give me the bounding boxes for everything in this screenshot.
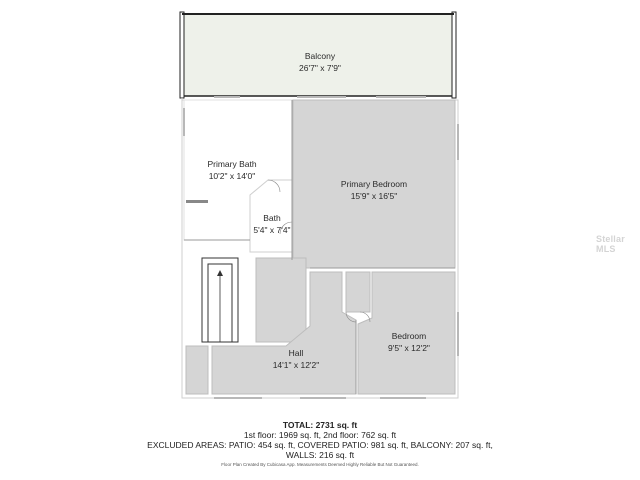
window-marks: [183, 96, 459, 399]
primary-bath-label: Primary Bath 10'2" x 14'0": [192, 158, 272, 182]
bedroom-label: Bedroom 9'5" x 12'2": [369, 330, 449, 354]
hall-dimensions: 14'1" x 12'2": [272, 360, 320, 370]
floors-area: 1st floor: 1969 sq. ft, 2nd floor: 762 s…: [243, 430, 397, 440]
bath-name: Bath: [263, 213, 281, 223]
walls-area: WALLS: 216 sq. ft: [285, 450, 355, 460]
balcony-area: [179, 11, 457, 99]
balcony-name: Balcony: [304, 51, 336, 61]
area-summary: TOTAL: 2731 sq. ft 1st floor: 1969 sq. f…: [0, 420, 640, 460]
interior-walls: [184, 100, 455, 394]
bedroom-area: [357, 271, 456, 395]
balcony-label: Balcony 26'7" x 7'9": [280, 50, 360, 74]
balcony-dimensions: 26'7" x 7'9": [299, 63, 341, 73]
primary-bedroom-area: [292, 99, 456, 269]
bedroom-name: Bedroom: [391, 331, 427, 341]
exterior-walls: [181, 98, 459, 399]
primary-bedroom-dimensions: 15'9" x 16'5": [350, 191, 398, 201]
excluded-areas: EXCLUDED AREAS: PATIO: 454 sq. ft, COVER…: [147, 440, 493, 450]
linen-closet-area: [345, 271, 371, 313]
hall-label: Hall 14'1" x 12'2": [256, 347, 336, 371]
watermark: Stellar MLS: [596, 234, 625, 254]
hall-name: Hall: [288, 348, 304, 358]
bedroom-dimensions: 9'5" x 12'2": [388, 343, 430, 353]
floor-plan: [179, 11, 459, 399]
primary-bedroom-label: Primary Bedroom 15'9" x 16'5": [334, 178, 414, 202]
bath-label: Bath 5'4" x 7'4": [242, 212, 302, 236]
primary-bath-dimensions: 10'2" x 14'0": [208, 171, 256, 181]
storage-area: [185, 345, 209, 395]
total-area: TOTAL: 2731 sq. ft: [282, 420, 358, 430]
door-swings: [267, 179, 371, 323]
hall-area: [211, 271, 357, 395]
primary-bedroom-name: Primary Bedroom: [340, 179, 408, 189]
closet-area: [255, 257, 307, 343]
disclaimer: Floor Plan Created By Cubicasa App. Meas…: [221, 462, 419, 467]
bath-dimensions: 5'4" x 7'4": [253, 225, 291, 235]
primary-bath-name: Primary Bath: [207, 159, 257, 169]
stairs: [201, 257, 239, 343]
